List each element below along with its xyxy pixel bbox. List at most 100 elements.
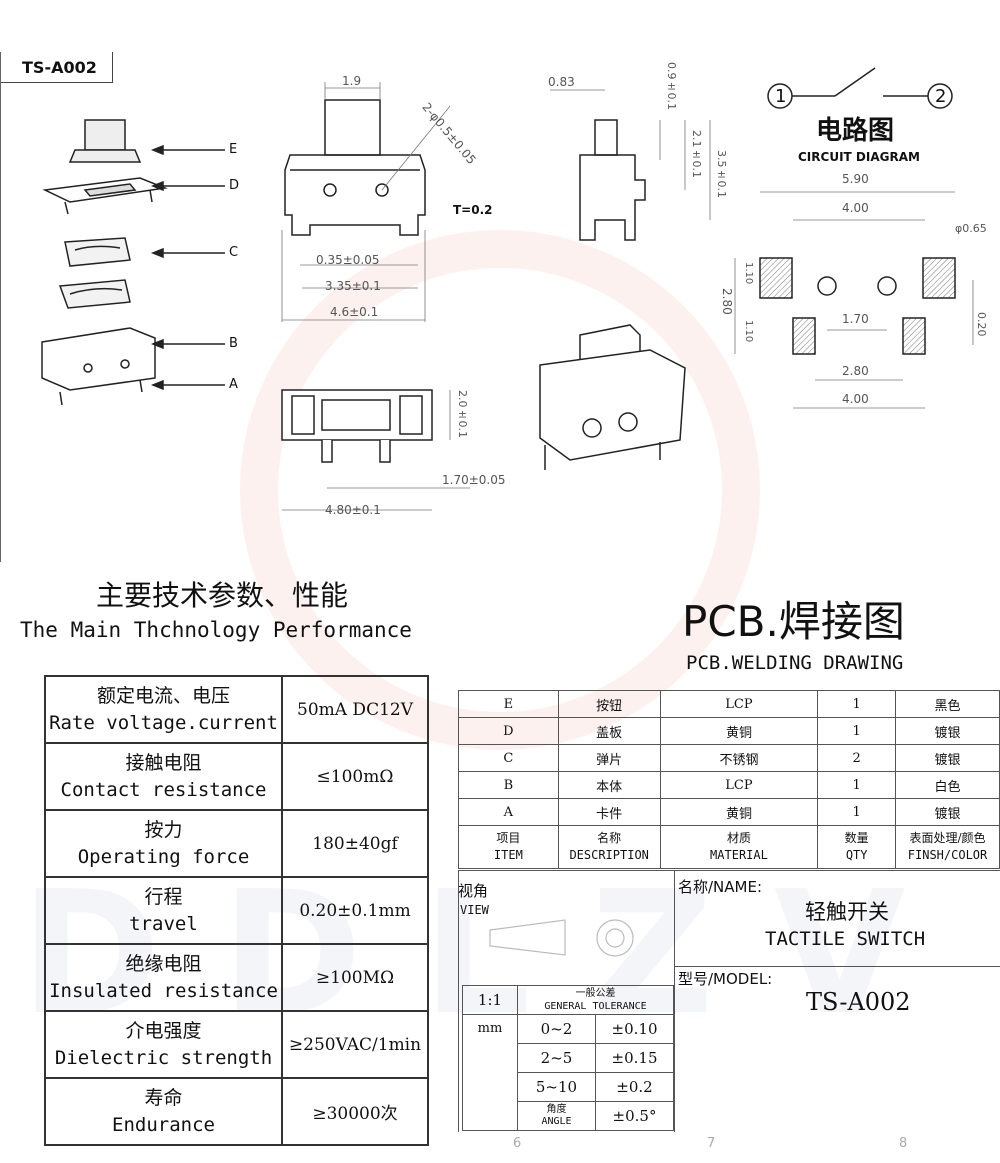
dim-1-9: 1.9 bbox=[342, 74, 362, 88]
bom-qty: 1 bbox=[817, 690, 897, 718]
performance-table: 额定电流、电压 Rate voltage.current 50mA DC12V 接… bbox=[44, 675, 429, 1146]
part-c-spring-upper bbox=[64, 237, 131, 267]
bom-material: 黄铜 bbox=[659, 717, 819, 745]
view-label-en: VIEW bbox=[460, 903, 489, 917]
bom-item: D bbox=[458, 717, 559, 745]
title-block bbox=[458, 870, 1000, 1132]
bom-item: A bbox=[458, 798, 559, 826]
bom-item: B bbox=[458, 771, 559, 799]
bom-desc: 本体 bbox=[557, 771, 661, 799]
spec-label-cn: 绝缘电阻 bbox=[125, 952, 202, 975]
pcb-dim-4-00-top: 4.00 bbox=[842, 201, 869, 215]
spec-value: 50mA DC12V bbox=[281, 675, 429, 744]
tolerance-value: ±0.10 bbox=[595, 1014, 674, 1044]
pcb-dim-1-10-bottom: 1.10 bbox=[743, 320, 754, 343]
dim-4-6: 4.6±0.1 bbox=[330, 305, 379, 319]
pcb-title-en: PCB.WELDING DRAWING bbox=[686, 652, 904, 674]
tolerance-value: ±0.15 bbox=[595, 1043, 674, 1073]
pcb-footprint-drawing bbox=[734, 191, 974, 409]
spec-label-cn: 介电强度 bbox=[125, 1019, 202, 1042]
bom-row: C 弹片 不锈钢 2 镀银 bbox=[458, 744, 1000, 772]
spec-label-cn: 额定电流、电压 bbox=[96, 684, 230, 707]
scale-value: 1:1 bbox=[462, 985, 518, 1015]
tolerance-range: 5~10 bbox=[517, 1072, 596, 1102]
bom-material: LCP bbox=[659, 771, 819, 799]
bom-finish: 镀银 bbox=[895, 798, 1000, 826]
bom-desc: 盖板 bbox=[557, 717, 661, 745]
bom-material: 黄铜 bbox=[659, 798, 819, 826]
exploded-view bbox=[41, 119, 225, 406]
tolerance-range: 2~5 bbox=[517, 1043, 596, 1073]
perf-title-cn: 主要技术参数、性能 bbox=[96, 579, 349, 612]
bom-finish: 白色 bbox=[895, 771, 1000, 799]
dim-0-83: 0.83 bbox=[548, 75, 575, 89]
pcb-dim-1-70: 1.70 bbox=[842, 312, 869, 326]
pcb-dim-1-10-top: 1.10 bbox=[743, 262, 754, 285]
part-c-spring-lower bbox=[58, 279, 131, 309]
side-view-drawing bbox=[550, 89, 711, 241]
spec-value: ≤100mΩ bbox=[281, 742, 429, 811]
leader-arrows bbox=[150, 144, 225, 391]
dim-2-1: 2.1±0.1 bbox=[690, 130, 703, 178]
spec-label-en: Operating force bbox=[77, 845, 250, 868]
bom-material: 不锈钢 bbox=[659, 744, 819, 772]
part-b-body bbox=[41, 327, 156, 406]
pcb-title-cn: PCB.焊接图 bbox=[682, 597, 905, 646]
pcb-dim-4-00-bottom: 4.00 bbox=[842, 392, 869, 406]
circuit-title-en: CIRCUIT DIAGRAM bbox=[798, 150, 920, 164]
spec-label: 绝缘电阻 Insulated resistance bbox=[44, 943, 283, 1012]
spec-value: 180±40gf bbox=[281, 809, 429, 878]
spec-label-en: Contact resistance bbox=[60, 778, 267, 801]
spec-label: 额定电流、电压 Rate voltage.current bbox=[44, 675, 283, 744]
bom-item: C bbox=[458, 744, 559, 772]
dim-4-80: 4.80±0.1 bbox=[325, 503, 381, 517]
pcb-dim-5-90: 5.90 bbox=[842, 172, 869, 186]
isometric-view-drawing bbox=[539, 324, 686, 470]
bom-row: A 卡件 黄铜 1 镀银 bbox=[458, 798, 1000, 826]
projection-symbol bbox=[489, 919, 634, 957]
title-block-divider-v bbox=[674, 870, 675, 1132]
unit-value: mm bbox=[462, 1014, 518, 1131]
pcb-dim-hole: φ0.65 bbox=[955, 222, 987, 235]
spec-label-en: Endurance bbox=[112, 1113, 215, 1136]
grid-column-8: 8 bbox=[899, 1136, 908, 1151]
spec-label-en: Insulated resistance bbox=[49, 979, 278, 1002]
grid-column-6: 6 bbox=[513, 1136, 522, 1151]
part-label-e: E bbox=[229, 142, 238, 157]
circuit-pin-2: 2 bbox=[935, 86, 947, 107]
bom-table: E 按钮 LCP 1 黑色 D 盖板 黄铜 1 镀银 C 弹片 不锈钢 2 镀银… bbox=[458, 690, 1000, 869]
bom-qty: 1 bbox=[817, 771, 897, 799]
model-label: 型号/MODEL: bbox=[678, 970, 773, 988]
circuit-title-cn: 电路图 bbox=[816, 116, 895, 146]
bom-finish: 镀银 bbox=[895, 744, 1000, 772]
spec-row: 绝缘电阻 Insulated resistance ≥100MΩ bbox=[44, 943, 429, 1012]
tolerance-range: 0~2 bbox=[517, 1014, 596, 1044]
title-block-divider-h bbox=[674, 966, 1000, 967]
grid-column-7: 7 bbox=[707, 1136, 716, 1151]
dim-thickness: T=0.2 bbox=[453, 203, 493, 217]
pcb-dim-0-20: 0.20 bbox=[975, 312, 988, 337]
view-label-cn: 视角 bbox=[458, 882, 489, 900]
spec-value: ≥100MΩ bbox=[281, 943, 429, 1012]
front-view-drawing bbox=[281, 82, 450, 322]
spec-label-en: Rate voltage.current bbox=[49, 711, 278, 734]
part-label-c: C bbox=[229, 245, 239, 260]
spec-label-en: travel bbox=[129, 912, 198, 935]
product-name-en: TACTILE SWITCH bbox=[765, 928, 926, 950]
bom-desc: 卡件 bbox=[557, 798, 661, 826]
